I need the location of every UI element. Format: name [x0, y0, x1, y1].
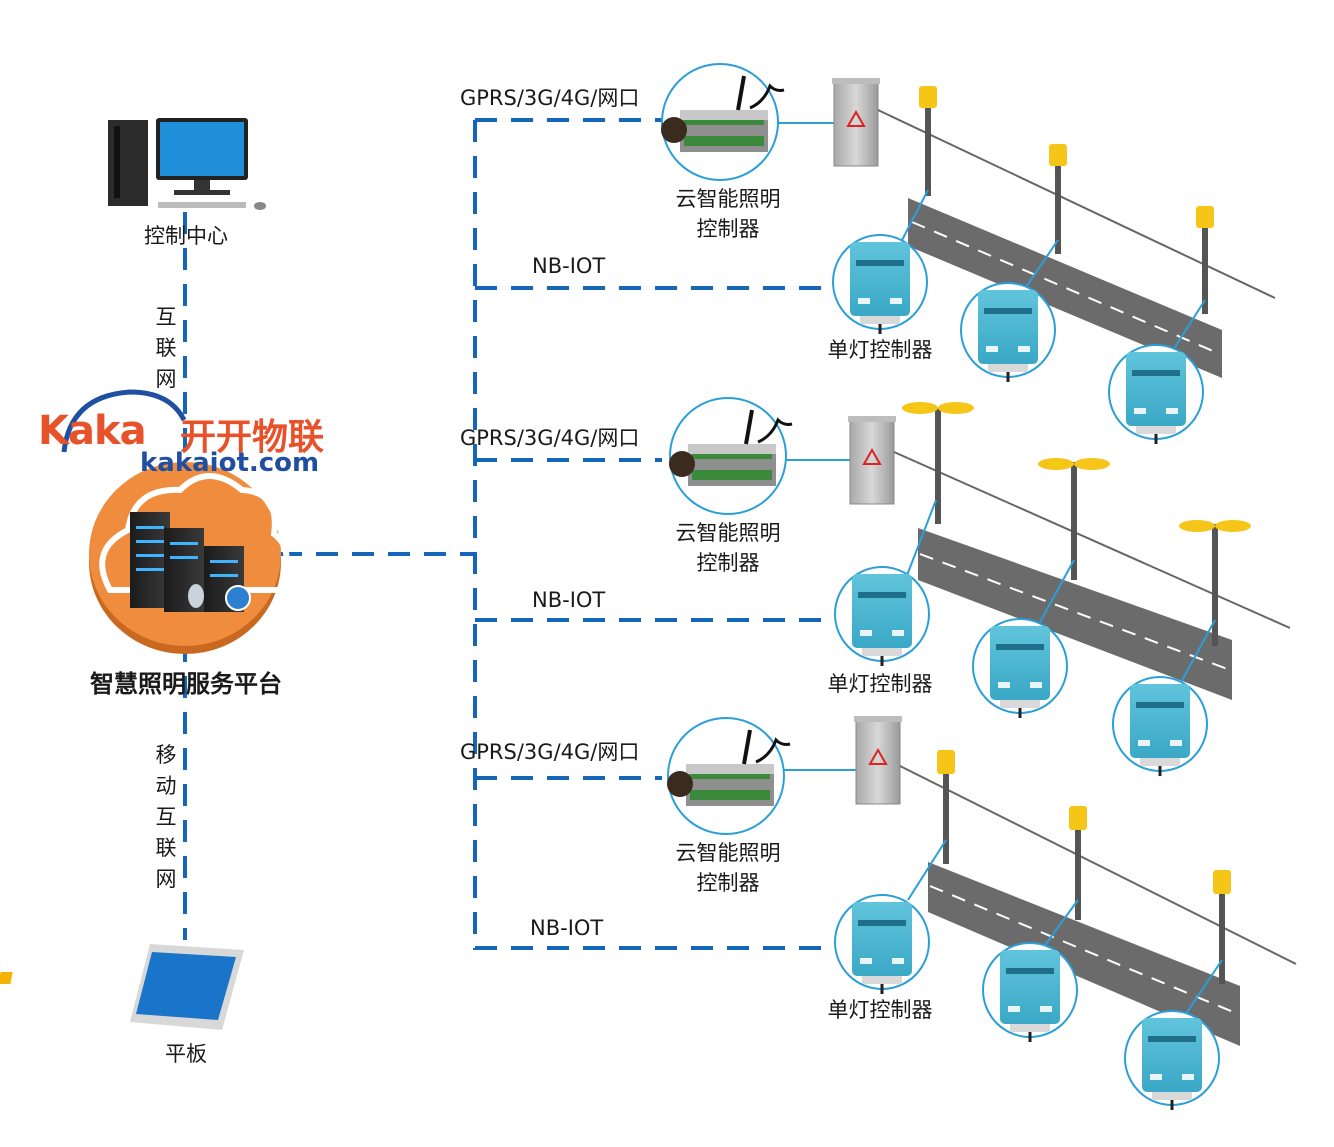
logo-url: kakaiot.com — [140, 448, 320, 478]
group-3-gprs-label: GPRS/3G/4G/网口 — [460, 740, 640, 764]
mobile-internet-label: 移 动 互 联 网 — [155, 743, 177, 891]
tablet-icon — [0, 944, 244, 1030]
group-2-nbiot-label: NB-IOT — [532, 588, 606, 612]
group-3-single-controller-label: 单灯控制器 — [827, 998, 933, 1022]
group-2-devices — [667, 396, 1291, 778]
group-1-devices — [659, 62, 1276, 446]
computer-icon — [108, 118, 266, 210]
logo-brand-latin: Kaka — [38, 408, 147, 454]
group-1-single-controller-label: 单灯控制器 — [827, 338, 933, 362]
group-2-single-controller-label: 单灯控制器 — [827, 672, 933, 696]
group-1-gprs-label: GPRS/3G/4G/网口 — [460, 86, 640, 110]
group-3-devices — [665, 715, 1297, 1112]
tablet-label: 平板 — [165, 1042, 207, 1066]
group-3-nbiot-label: NB-IOT — [530, 916, 604, 940]
group-1-nbiot-label: NB-IOT — [532, 254, 606, 278]
group-2-cloud-controller-label: 云智能照明 控制器 — [675, 521, 781, 575]
group-2-gprs-label: GPRS/3G/4G/网口 — [460, 426, 640, 450]
platform-server-icon — [89, 462, 290, 654]
logo-brand-cn: 开开物联 — [180, 417, 325, 458]
control-center-label: 控制中心 — [144, 224, 228, 248]
group-1-cloud-controller-label: 云智能照明 控制器 — [675, 187, 781, 241]
platform-label: 智慧照明服务平台 — [90, 670, 282, 698]
group-3-cloud-controller-label: 云智能照明 控制器 — [675, 841, 781, 895]
internet-label: 互 联 网 — [155, 305, 177, 391]
logo-swoosh — [61, 389, 187, 453]
platform-links — [183, 118, 835, 950]
